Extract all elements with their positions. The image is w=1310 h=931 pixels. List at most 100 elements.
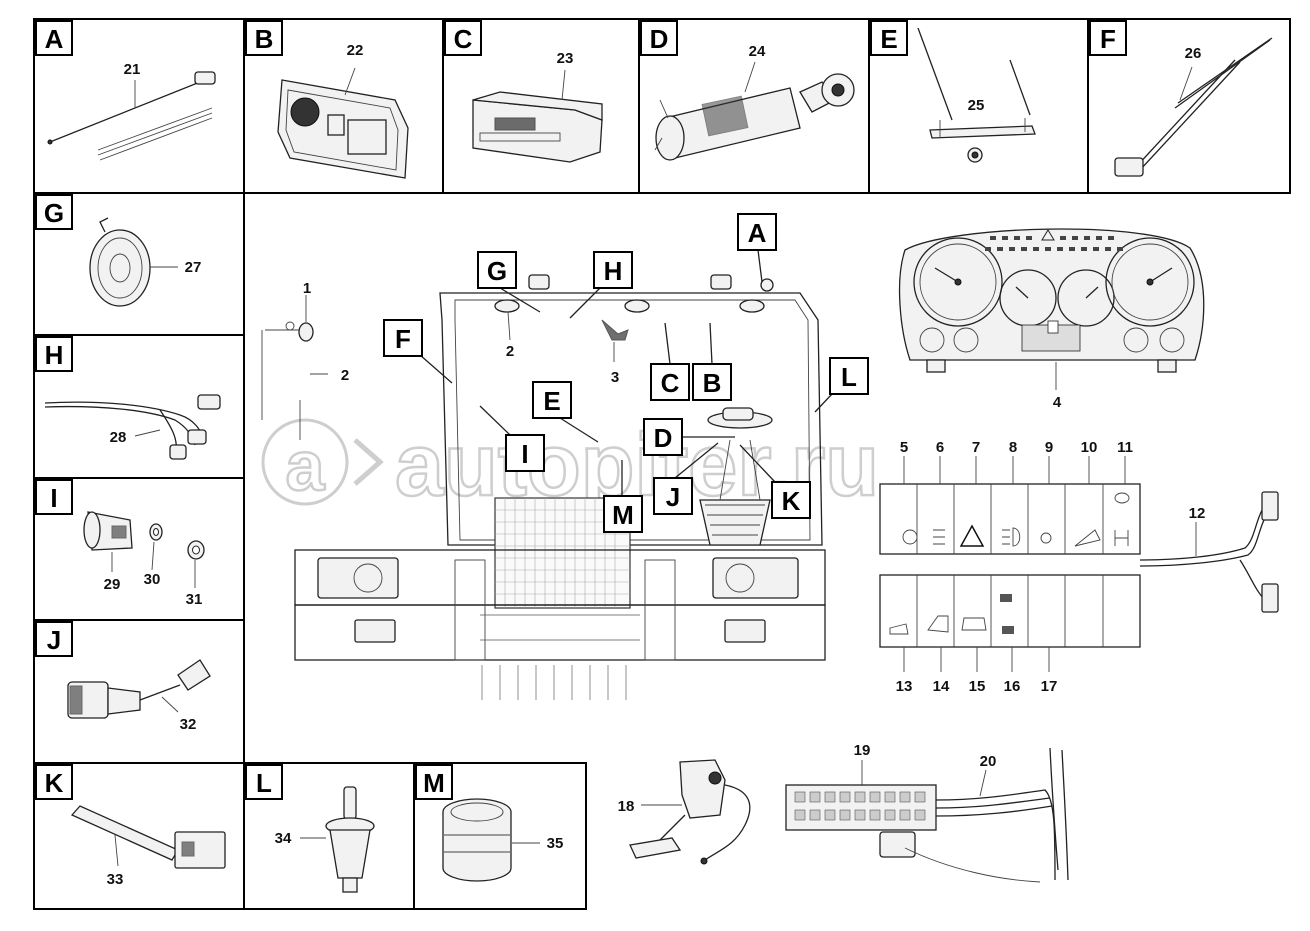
svg-text:A: A bbox=[45, 24, 64, 54]
part-label-22: 22 bbox=[347, 42, 364, 59]
radio-part-23: 23 bbox=[472, 50, 603, 163]
cab-callout-i: I bbox=[479, 405, 545, 472]
wiper-mechanism-part-25: 25 bbox=[917, 27, 1036, 163]
svg-text:H: H bbox=[45, 340, 64, 370]
cab-label-2-left: 2 bbox=[341, 367, 349, 384]
watermark-arrow-icon bbox=[353, 438, 384, 486]
harness-part-12: 12 bbox=[1139, 491, 1279, 613]
part-label-24: 24 bbox=[749, 43, 766, 60]
washer-part-30: 30 bbox=[144, 523, 163, 588]
part-label-21: 21 bbox=[124, 61, 141, 78]
panel-f-letter-box: F bbox=[1089, 20, 1127, 56]
lever-part-33: 33 bbox=[70, 805, 226, 888]
cab-callout-g: G bbox=[477, 251, 541, 313]
panel-a-letter-box: A bbox=[35, 20, 73, 56]
svg-text:M: M bbox=[423, 768, 445, 798]
svg-text:7: 7 bbox=[972, 439, 980, 456]
part-label-29: 29 bbox=[104, 576, 121, 593]
svg-text:K: K bbox=[782, 486, 801, 516]
cab-callout-l: L bbox=[814, 357, 869, 413]
part-label-20: 20 bbox=[980, 753, 997, 770]
cab-drawing: 1 2 2 3 bbox=[261, 274, 826, 700]
svg-text:C: C bbox=[454, 24, 473, 54]
work-light-icon bbox=[1074, 529, 1101, 547]
panel-i-letter-box: I bbox=[35, 479, 73, 515]
cab-callout-f: F bbox=[383, 319, 453, 384]
window-icon bbox=[927, 615, 949, 633]
part-label-12: 12 bbox=[1189, 505, 1206, 522]
panel-l-letter-box: L bbox=[245, 764, 283, 800]
svg-text:E: E bbox=[543, 386, 560, 416]
cab-callout-m: M bbox=[603, 460, 643, 533]
switch-assembly-part-29: 29 bbox=[83, 511, 133, 593]
svg-text:L: L bbox=[841, 362, 857, 392]
svg-text:K: K bbox=[45, 768, 64, 798]
stalk-switch-part-32: 32 bbox=[67, 659, 211, 733]
wiper-arm-part-26: 26 bbox=[1114, 37, 1273, 177]
part-label-27: 27 bbox=[185, 259, 202, 276]
cab-tilt-icon bbox=[1114, 530, 1129, 546]
part-label-32: 32 bbox=[180, 716, 197, 733]
panel-j-letter-box: J bbox=[35, 621, 73, 657]
panel-f bbox=[1087, 18, 1291, 194]
svg-text:10: 10 bbox=[1081, 439, 1098, 456]
cab-callout-d: D bbox=[643, 418, 735, 456]
part-label-23: 23 bbox=[557, 50, 574, 67]
horn-part-27: 27 bbox=[89, 217, 202, 307]
cab-callout-j: J bbox=[653, 442, 719, 515]
cab-callout-a: A bbox=[737, 213, 777, 283]
part-label-35: 35 bbox=[547, 835, 564, 852]
antenna-part-21: 21 bbox=[47, 61, 216, 161]
harness-part-20: 20 bbox=[904, 747, 1069, 883]
svg-text:E: E bbox=[880, 24, 897, 54]
svg-text:B: B bbox=[703, 368, 722, 398]
panel-g-letter-box: G bbox=[35, 194, 73, 230]
switch-panel-bottom bbox=[879, 574, 1141, 648]
panel-h-letter-box: H bbox=[35, 336, 73, 372]
hazard-warning-icon bbox=[959, 524, 985, 547]
mirror-heat-icon bbox=[961, 617, 987, 631]
cab-callout-k: K bbox=[739, 444, 811, 519]
svg-text:B: B bbox=[255, 24, 274, 54]
fusebox-part-19: 19 bbox=[785, 742, 937, 858]
harness-part-28: 28 bbox=[44, 394, 221, 460]
part-label-30: 30 bbox=[144, 571, 161, 588]
svg-text:G: G bbox=[44, 198, 64, 228]
svg-text:16: 16 bbox=[1004, 678, 1021, 695]
svg-text:J: J bbox=[666, 482, 680, 512]
svg-text:F: F bbox=[1100, 24, 1116, 54]
watermark-logo-letter: a bbox=[286, 427, 326, 505]
svg-text:9: 9 bbox=[1045, 439, 1053, 456]
cab-label-3: 3 bbox=[611, 369, 619, 386]
cab-callout-e: E bbox=[532, 381, 599, 443]
svg-text:15: 15 bbox=[969, 678, 986, 695]
horn-icon bbox=[889, 623, 909, 635]
svg-text:M: M bbox=[612, 500, 634, 530]
switch-numbers-top: 5 6 7 8 9 10 11 bbox=[900, 439, 1133, 484]
svg-text:F: F bbox=[395, 324, 411, 354]
svg-text:H: H bbox=[604, 256, 623, 286]
beacon-icon bbox=[1040, 532, 1052, 544]
svg-text:6: 6 bbox=[936, 439, 944, 456]
ignition-switch-part-24: 24 bbox=[654, 43, 855, 161]
svg-text:C: C bbox=[661, 368, 680, 398]
svg-text:J: J bbox=[47, 625, 61, 655]
svg-text:G: G bbox=[487, 256, 507, 286]
cab-callout-h: H bbox=[569, 251, 633, 319]
panel-d-letter-box: D bbox=[640, 20, 678, 56]
svg-text:I: I bbox=[50, 483, 57, 513]
instrument-cluster-part-4: 4 bbox=[898, 228, 1205, 411]
beam-icon bbox=[1002, 527, 1021, 547]
svg-text:A: A bbox=[748, 218, 767, 248]
svg-text:L: L bbox=[256, 768, 272, 798]
svg-text:8: 8 bbox=[1009, 439, 1017, 456]
part-label-33: 33 bbox=[107, 871, 124, 888]
svg-text:17: 17 bbox=[1041, 678, 1058, 695]
svg-text:14: 14 bbox=[933, 678, 950, 695]
cab-label-1: 1 bbox=[303, 280, 311, 297]
cab-callout-c: C bbox=[650, 322, 690, 401]
bellows-part-35: 35 bbox=[442, 798, 564, 882]
foglight-icon bbox=[933, 529, 945, 545]
part-label-18: 18 bbox=[618, 798, 635, 815]
switch-panel-top bbox=[879, 483, 1141, 555]
